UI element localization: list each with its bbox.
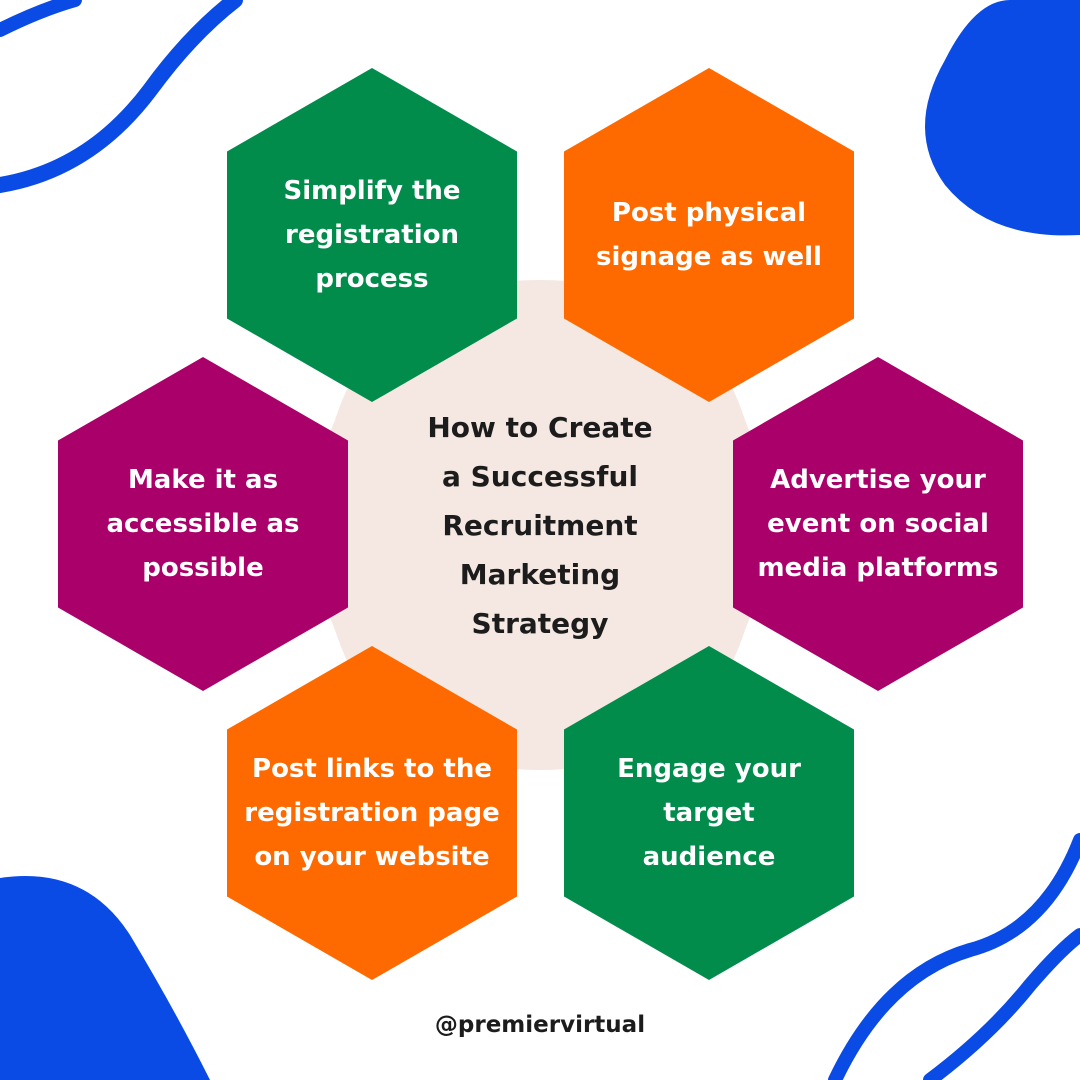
tip-6-text: Engage your target audience [617,754,801,872]
tip-2-text: Post physical signage as well [596,198,822,272]
tip-3-text: Make it as accessible as possible [106,465,300,583]
infographic-title: How to Create a Successful Recruitment M… [427,410,653,640]
blob-bottom-left [0,875,210,1080]
hexagon-tip-6: Engage your target audience [564,646,854,980]
swoosh-top-left-2 [0,0,243,193]
swoosh-bottom-right-1 [828,833,1080,1080]
tip-4-text: Advertise your event on social media pla… [757,465,999,583]
tip-5-text: Post links to the registration page on y… [244,754,500,872]
swoosh-bottom-right-2 [923,928,1080,1080]
social-handle: @premiervirtual [434,1012,646,1038]
blob-top-right [925,0,1080,236]
hexagon-tip-5: Post links to the registration page on y… [227,646,517,980]
center-backdrop [312,280,768,770]
center-title-block: How to Create a Successful Recruitment M… [315,280,765,770]
tip-1-text: Simplify the registration process [283,176,461,294]
swoosh-top-left-1 [0,0,82,37]
